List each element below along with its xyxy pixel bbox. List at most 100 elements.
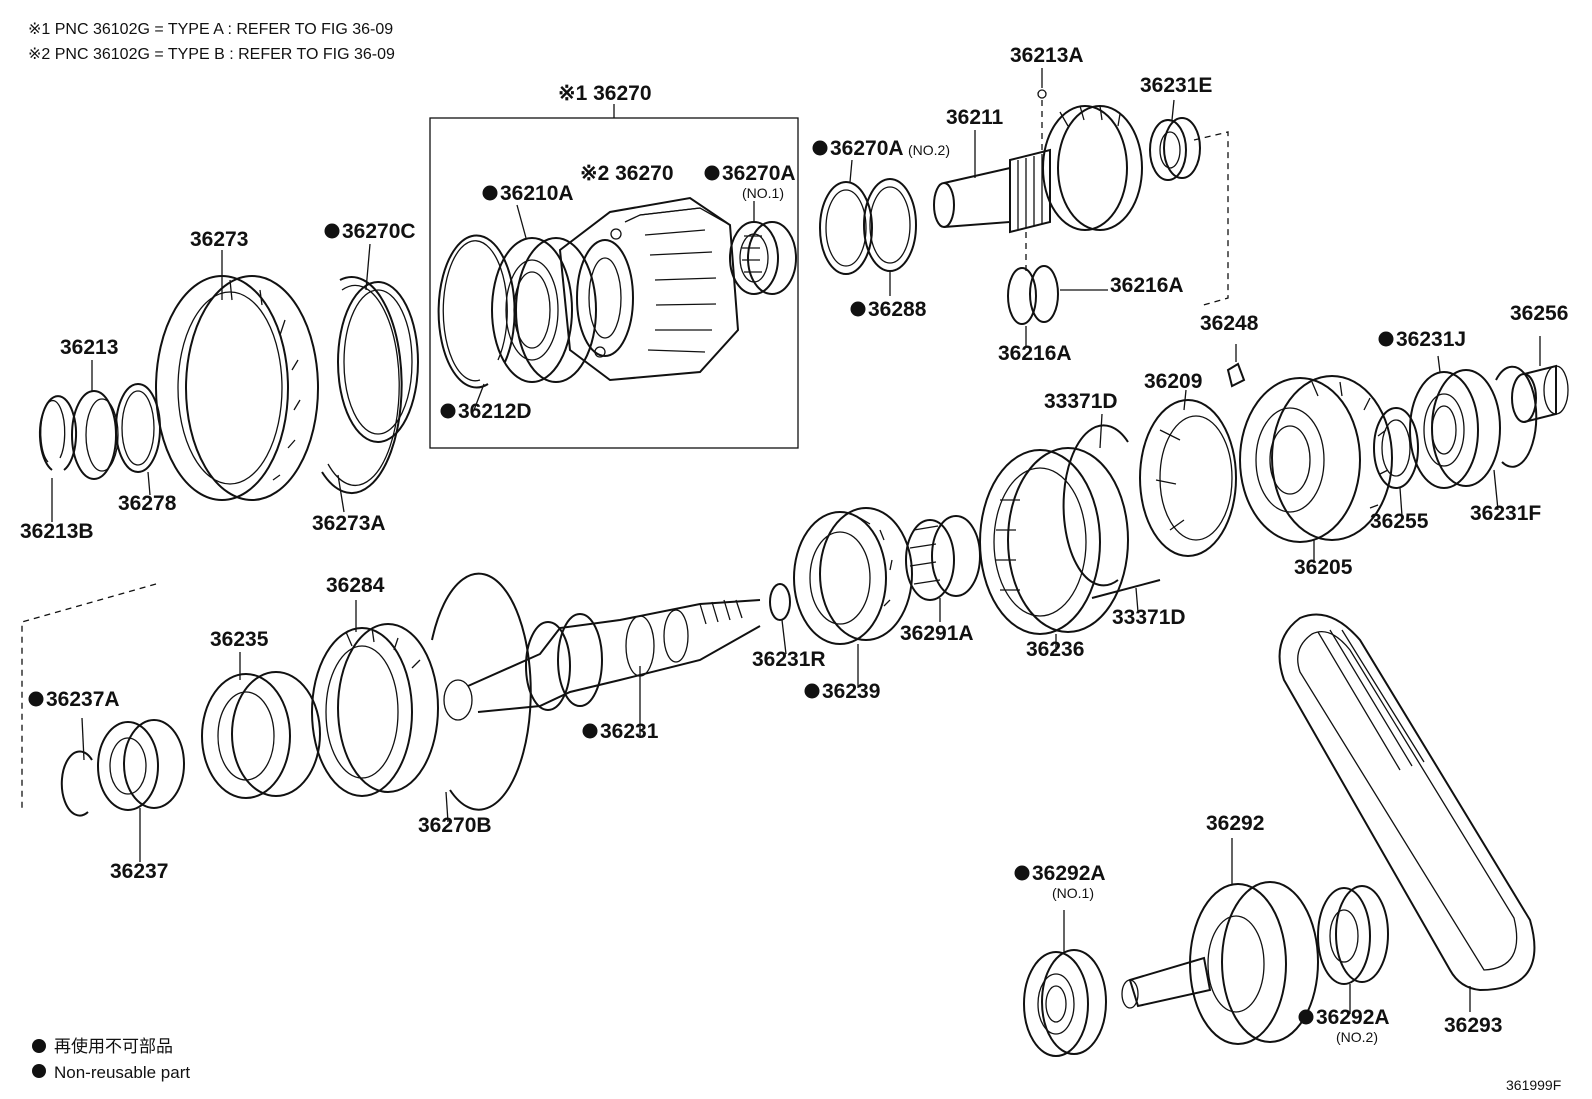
legend-dot-icon (32, 1039, 46, 1053)
part-number-label: 36237A (46, 688, 120, 711)
note-type-a: ※1 PNC 36102G = TYPE A : REFER TO FIG 36… (28, 21, 393, 38)
part-36255-washer (1373, 407, 1419, 517)
non-reusable-dot-icon (850, 301, 866, 317)
callout-36231R: 36231R (752, 648, 826, 671)
non-reusable-dot-icon (804, 683, 820, 699)
part-36213A-pin (1025, 68, 1047, 272)
part-number-label: 36248 (1200, 312, 1259, 335)
legend-japanese: 再使用不可部品 (54, 1036, 173, 1056)
legend-dot-icon (32, 1064, 46, 1078)
part-number-label: 36291A (900, 622, 974, 645)
part-number-label: 33371D (1112, 606, 1186, 629)
assembly-guide-line (21, 583, 157, 810)
part-36205-gear (1239, 375, 1393, 562)
part-36291A-needle-bearing (905, 515, 981, 622)
part-variant-label: (NO.1) (742, 185, 784, 201)
part-36211-input-shaft (933, 105, 1143, 234)
callout-36231E: 36231E (1140, 74, 1212, 97)
part-number-label: 36270A (830, 137, 904, 160)
part-number-label: 36270C (342, 220, 416, 243)
non-reusable-dot-icon (324, 223, 340, 239)
part-36237A-snap-ring (60, 717, 93, 817)
part-number-label: 36293 (1444, 1014, 1502, 1037)
callout-36209: 36209 (1144, 370, 1202, 393)
part-36231-output-shaft (443, 599, 761, 738)
callout-36292A: 36292A(NO.1) (1014, 862, 1106, 901)
part-variant-label: (NO.1) (1052, 885, 1094, 901)
part-36231F-snap-ring (1493, 365, 1538, 511)
part-36278-washer (115, 383, 161, 496)
figure-code: 361999F (1506, 1077, 1561, 1093)
part-number-label: 36255 (1370, 510, 1429, 533)
part-number-label: 36210A (500, 182, 574, 205)
part-number-label: 36211 (946, 106, 1004, 129)
callout-36255: 36255 (1370, 510, 1429, 533)
part-number-label: 36278 (118, 492, 177, 515)
part-number-label: ※2 36270 (580, 162, 674, 185)
legend: 再使用不可部品 Non-reusable part (32, 1036, 190, 1082)
callout-33371D: 33371D (1044, 390, 1118, 413)
callout-36270A: 36270A(NO.1) (704, 162, 796, 201)
callout-36237: 36237 (110, 860, 168, 883)
part-36273-ring-gear (155, 250, 319, 501)
part-number-label: 36273A (312, 512, 386, 535)
callout-36231J: 36231J (1378, 328, 1466, 351)
part-number-label: 36213A (1010, 44, 1084, 67)
part-36270B-snap-ring (431, 572, 532, 823)
callout-36248: 36248 (1200, 312, 1259, 335)
part-number-label: 36216A (1110, 274, 1184, 297)
planetary-gear-assembly-box (429, 104, 799, 449)
part-number-label: 36270A (722, 162, 796, 185)
part-36288-washer (863, 178, 917, 296)
non-reusable-dot-icon (482, 185, 498, 201)
part-36284-gear (311, 600, 439, 797)
non-reusable-dot-icon (582, 723, 598, 739)
part-variant-label: (NO.2) (908, 142, 950, 158)
part-33371D-lower-ring (1091, 579, 1161, 613)
part-number-label: 36237 (110, 860, 168, 883)
non-reusable-dot-icon (28, 691, 44, 707)
callout-36235: 36235 (210, 628, 269, 651)
part-number-label: 33371D (1044, 390, 1118, 413)
callout-36291A: 36291A (900, 622, 974, 645)
part-number-label: 36231 (600, 720, 659, 743)
part-number-label: 36213 (60, 336, 118, 359)
part-number-label: 36284 (326, 574, 385, 597)
callout-36213B: 36213B (20, 520, 94, 543)
non-reusable-dot-icon (1378, 331, 1394, 347)
part-36235-sleeve (201, 652, 321, 799)
part-number-label: 36231R (752, 648, 826, 671)
callout-36231F: 36231F (1470, 502, 1541, 525)
part-33371D-upper-ring (1062, 413, 1129, 587)
callout-36205: 36205 (1294, 556, 1353, 579)
non-reusable-dot-icon (812, 140, 828, 156)
part-36292-sprocket-shaft (1121, 838, 1319, 1045)
callout-36270A: 36270A(NO.2) (812, 137, 950, 160)
callout-36292A: 36292A(NO.2) (1298, 1006, 1390, 1045)
part-36292A-no1-bearing (1023, 910, 1107, 1057)
callout-36237A: 36237A (28, 688, 120, 711)
part-number-label: 36288 (868, 298, 927, 321)
part-number-label: 36209 (1144, 370, 1202, 393)
callout-36293: 36293 (1444, 1014, 1502, 1037)
non-reusable-dot-icon (1014, 865, 1030, 881)
callout-36211: 36211 (946, 106, 1004, 129)
part-36273A-snap-ring (321, 276, 403, 513)
part-36231J-bearing (1409, 355, 1501, 489)
callout-36236: 36236 (1026, 638, 1084, 661)
part-number-label: 36256 (1510, 302, 1568, 325)
callout-36288: 36288 (850, 298, 927, 321)
callout-36239: 36239 (804, 680, 880, 703)
callout-36231: 36231 (582, 720, 659, 743)
callout-36292: 36292 (1206, 812, 1264, 835)
callout-36213A: 36213A (1010, 44, 1084, 67)
part-number-label: 36292A (1032, 862, 1106, 885)
part-36292A-no2-bearing (1317, 885, 1389, 1014)
callout-36216A: 36216A (998, 342, 1072, 365)
part-number-label: 36213B (20, 520, 94, 543)
callout-36273A: 36273A (312, 512, 386, 535)
callout-36284: 36284 (326, 574, 385, 597)
part-36270C-ring (337, 243, 419, 443)
